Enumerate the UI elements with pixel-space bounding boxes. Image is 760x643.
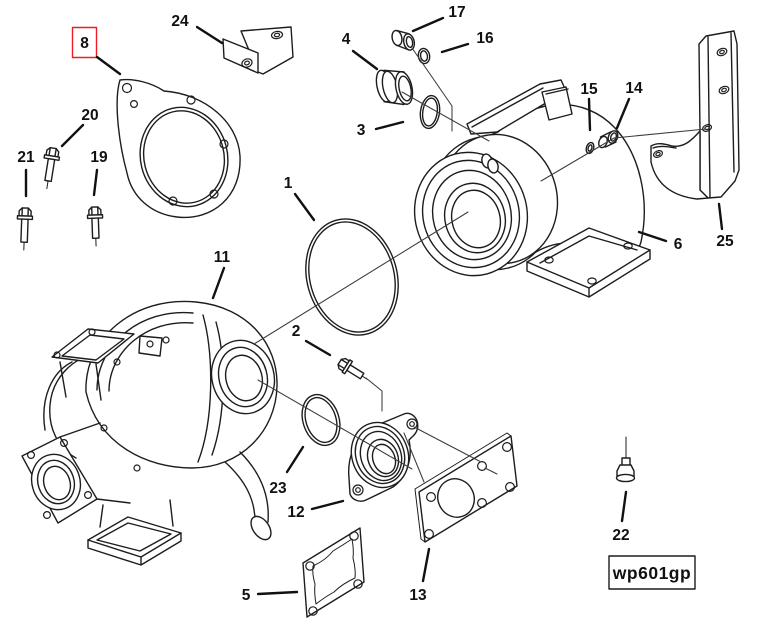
callout-arrow-19 [92, 168, 99, 197]
callout-arrow-16 [440, 42, 470, 54]
part-turbocharger-11 [21, 300, 278, 566]
callout-13: 13 [409, 547, 431, 604]
callout-label-12: 12 [287, 504, 304, 521]
part-bolt-21 [16, 207, 34, 251]
callout-arrow-11 [211, 266, 226, 300]
callout-arrow-24 [195, 25, 224, 45]
callout-arrow-25 [717, 202, 724, 231]
callout-17: 17 [411, 4, 466, 33]
callout-arrow-8 [95, 55, 122, 76]
callout-5: 5 [242, 587, 299, 604]
part-elbow-housing-6 [413, 79, 651, 298]
highlight-box [71, 26, 98, 59]
drawing-code-label: wp601gp [608, 555, 696, 590]
callout-15: 15 [580, 81, 598, 132]
callout-arrow-15 [587, 97, 592, 132]
callout-arrow-6 [637, 230, 668, 243]
callout-arrow-17 [411, 16, 445, 33]
callout-arrow-22 [620, 490, 628, 523]
callout-label-22: 22 [612, 527, 629, 544]
callout-label-1: 1 [284, 175, 293, 192]
callout-19: 19 [90, 149, 108, 197]
callout-arrow-5 [256, 590, 299, 596]
callout-label-6: 6 [674, 236, 683, 253]
callout-4: 4 [342, 31, 379, 71]
callout-label-5: 5 [242, 587, 251, 604]
callout-label-3: 3 [357, 122, 366, 139]
callout-label-15: 15 [580, 81, 598, 98]
drawing-code-box [608, 555, 696, 590]
callout-label-16: 16 [476, 30, 494, 47]
callout-arrow-14 [615, 97, 631, 130]
part-bracket-24 [222, 26, 294, 75]
callout-2: 2 [292, 323, 332, 357]
callout-25: 25 [716, 202, 734, 250]
callout-label-4: 4 [342, 31, 351, 48]
part-gasket-8 [116, 78, 241, 219]
callout-label-20: 20 [81, 107, 98, 124]
callout-12: 12 [287, 499, 345, 521]
callout-label-25: 25 [716, 233, 734, 250]
callout-label-19: 19 [90, 149, 108, 166]
callout-6: 6 [637, 230, 683, 253]
callout-arrow-4 [351, 49, 379, 71]
callout-8: 8 [71, 26, 122, 76]
callout-20: 20 [60, 107, 99, 148]
callout-arrow-2 [304, 339, 332, 357]
callout-label-2: 2 [292, 323, 301, 340]
part-plug-4 [375, 69, 414, 106]
callout-arrow-20 [60, 123, 85, 148]
part-bolt-20 [43, 146, 61, 190]
callout-arrow-13 [421, 547, 431, 583]
drawing-code-text: wp601gp [612, 563, 691, 583]
part-bracket-25 [650, 30, 740, 200]
callout-label-8: 8 [80, 35, 89, 52]
callout-23: 23 [269, 445, 305, 497]
callout-arrow-12 [310, 499, 345, 511]
part-oring-1 [305, 218, 399, 336]
callout-1: 1 [284, 175, 316, 222]
leader-lines [253, 47, 707, 483]
part-plate-13 [414, 432, 518, 543]
callout-16: 16 [440, 30, 494, 54]
callout-arrow-3 [374, 120, 405, 131]
callout-label-23: 23 [269, 480, 287, 497]
callout-22: 22 [612, 490, 630, 544]
part-gasket-5 [302, 527, 365, 618]
callout-label-14: 14 [625, 80, 643, 97]
callout-label-24: 24 [171, 13, 189, 30]
part-plug-17 [391, 29, 416, 51]
callout-label-17: 17 [448, 4, 465, 21]
callout-3: 3 [357, 120, 405, 139]
part-flange-12 [348, 412, 419, 502]
part-bolt-19 [86, 206, 104, 247]
callout-label-21: 21 [17, 149, 35, 166]
callout-arrow-1 [293, 192, 316, 222]
callout-label-13: 13 [409, 587, 427, 604]
callouts: 8 24 17 16 4 3 15 14 [17, 4, 734, 604]
callout-label-11: 11 [214, 249, 231, 266]
part-oring-16 [417, 47, 431, 65]
callout-21: 21 [17, 149, 35, 198]
part-oring-23 [301, 393, 341, 447]
callout-11: 11 [211, 249, 231, 300]
part-stud-22 [615, 436, 636, 483]
callout-arrow-23 [285, 445, 305, 474]
callout-24: 24 [171, 13, 224, 45]
callout-14: 14 [615, 80, 643, 130]
part-bolt-2 [337, 357, 368, 380]
